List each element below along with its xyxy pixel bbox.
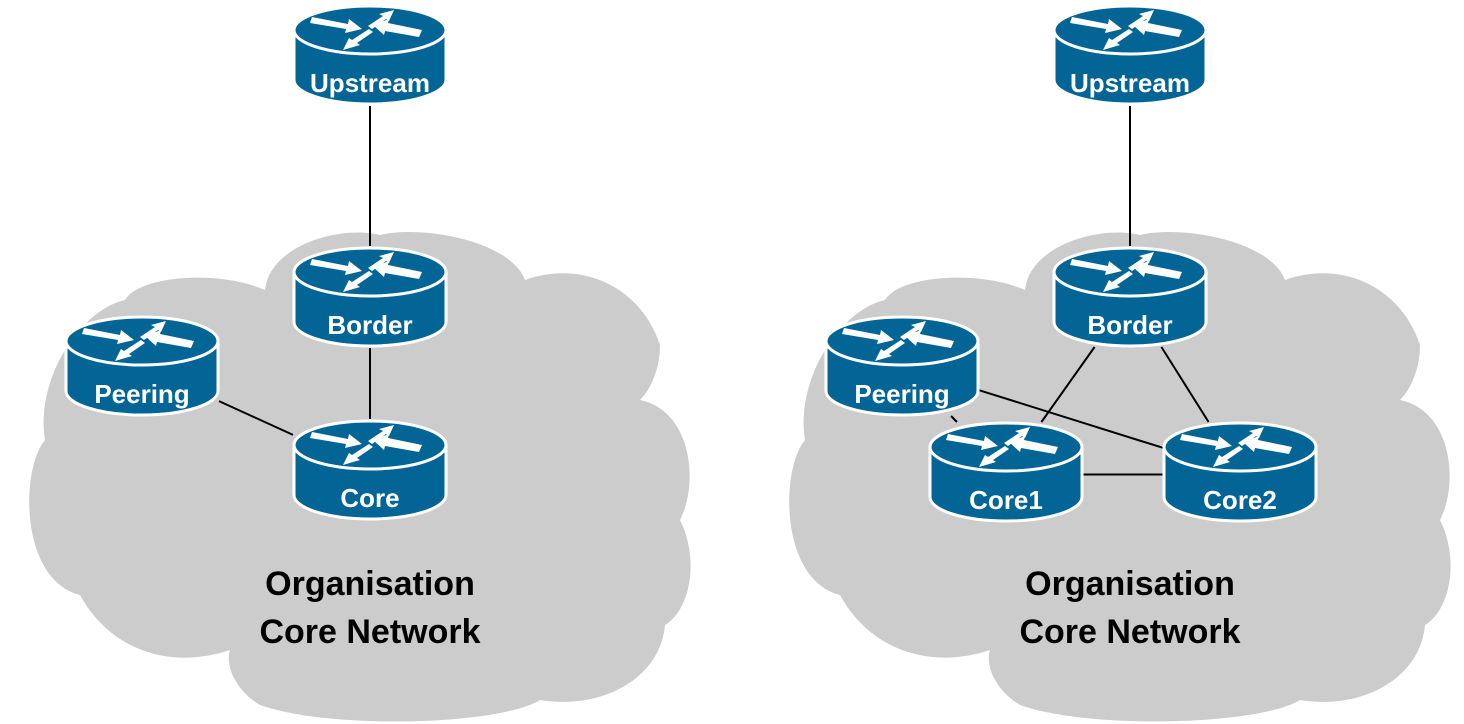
router-label: Border xyxy=(1087,310,1172,340)
router-label: Upstream xyxy=(1070,68,1190,98)
cloud-label-line1: Organisation xyxy=(1025,565,1235,603)
router-border[interactable]: Border xyxy=(1052,246,1208,348)
router-icon xyxy=(1052,246,1208,348)
link-peering-core xyxy=(218,400,294,436)
router-icon xyxy=(292,246,448,348)
routing-arrows-icon xyxy=(310,252,422,292)
cloud-label-line2: Core Network xyxy=(259,613,480,651)
router-label: Peering xyxy=(94,379,189,409)
router-icon xyxy=(1052,4,1208,106)
router-upstream[interactable]: Upstream xyxy=(292,4,448,106)
routing-arrows-icon xyxy=(1070,252,1182,292)
router-label: Upstream xyxy=(310,68,430,98)
router-icon xyxy=(928,421,1084,523)
routing-arrows-icon xyxy=(82,321,194,361)
router-icon xyxy=(64,315,220,417)
router-core[interactable]: Core xyxy=(292,419,448,521)
router-label: Peering xyxy=(854,379,949,409)
router-core1[interactable]: Core1 xyxy=(928,421,1084,523)
router-upstream[interactable]: Upstream xyxy=(1052,4,1208,106)
link-border-core2 xyxy=(1160,346,1210,423)
link-border-core1 xyxy=(1040,346,1096,423)
router-icon xyxy=(292,419,448,521)
links xyxy=(218,106,1210,476)
routing-arrows-icon xyxy=(1070,10,1182,50)
cloud-label-line2: Core Network xyxy=(1019,613,1240,651)
router-core2[interactable]: Core2 xyxy=(1162,421,1318,523)
router-icon xyxy=(824,315,980,417)
router-label: Core2 xyxy=(1203,485,1277,515)
router-peering[interactable]: Peering xyxy=(64,315,220,417)
link-peering-core2 xyxy=(978,389,1164,449)
router-icon xyxy=(292,4,448,106)
router-label: Core1 xyxy=(969,485,1043,515)
routing-arrows-icon xyxy=(946,427,1058,467)
link-peering-core1 xyxy=(950,415,958,423)
cloud-label-line1: Organisation xyxy=(265,565,475,603)
routing-arrows-icon xyxy=(310,425,422,465)
router-label: Border xyxy=(327,310,412,340)
router-peering[interactable]: Peering xyxy=(824,315,980,417)
router-label: Core xyxy=(340,483,399,513)
routing-arrows-icon xyxy=(1180,427,1292,467)
routing-arrows-icon xyxy=(842,321,954,361)
router-icon xyxy=(1162,421,1318,523)
routing-arrows-icon xyxy=(310,10,422,50)
router-border[interactable]: Border xyxy=(292,246,448,348)
